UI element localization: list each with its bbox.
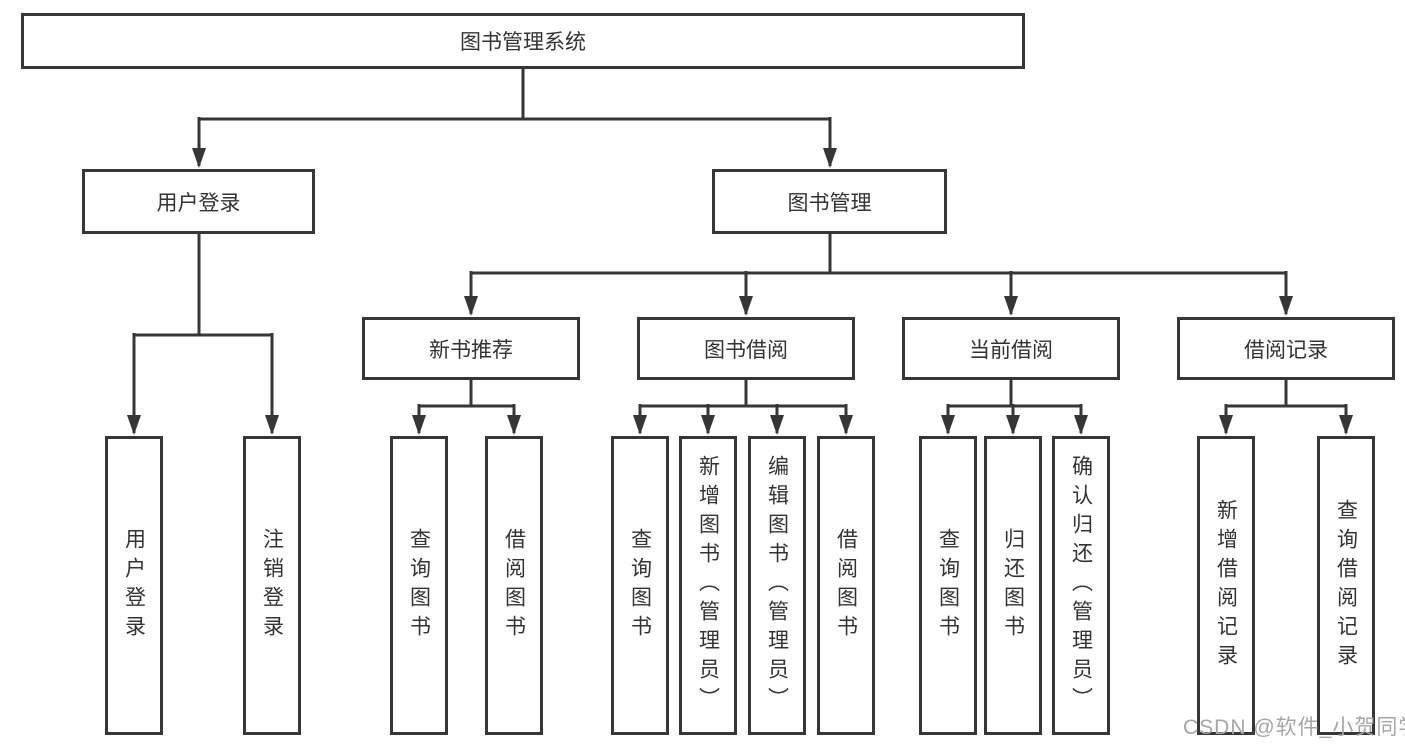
leaf-borrow-books-rec: 借阅图书 bbox=[485, 436, 543, 735]
node-book-borrowing: 图书借阅 bbox=[637, 317, 855, 380]
leaf-confirm-return-admin: 确认归还（管理员） bbox=[1052, 436, 1110, 735]
leaf-user-login: 用户登录 bbox=[105, 436, 163, 735]
leaf-add-books-admin: 新增图书（管理员） bbox=[679, 436, 737, 735]
node-new-book-recommendation: 新书推荐 bbox=[362, 317, 580, 380]
node-current-borrowing: 当前借阅 bbox=[902, 317, 1120, 380]
leaf-add-borrow-record: 新增借阅记录 bbox=[1197, 436, 1255, 735]
leaf-query-books-current: 查询图书 bbox=[919, 436, 977, 735]
node-borrowing-records: 借阅记录 bbox=[1177, 317, 1395, 380]
leaf-query-books-rec: 查询图书 bbox=[390, 436, 448, 735]
leaf-return-books: 归还图书 bbox=[984, 436, 1042, 735]
leaf-borrow-books: 借阅图书 bbox=[817, 436, 875, 735]
node-user-login: 用户登录 bbox=[82, 169, 315, 234]
node-book-management: 图书管理 bbox=[712, 169, 947, 234]
leaf-edit-books-admin: 编辑图书（管理员） bbox=[748, 436, 806, 735]
leaf-query-borrow-record: 查询借阅记录 bbox=[1317, 436, 1375, 735]
node-root-library-system: 图书管理系统 bbox=[21, 13, 1025, 69]
csdn-watermark: CSDN @软件_小贺同学 bbox=[1183, 716, 1405, 739]
leaf-query-books-borrow: 查询图书 bbox=[611, 436, 669, 735]
leaf-logout: 注销登录 bbox=[243, 436, 301, 735]
